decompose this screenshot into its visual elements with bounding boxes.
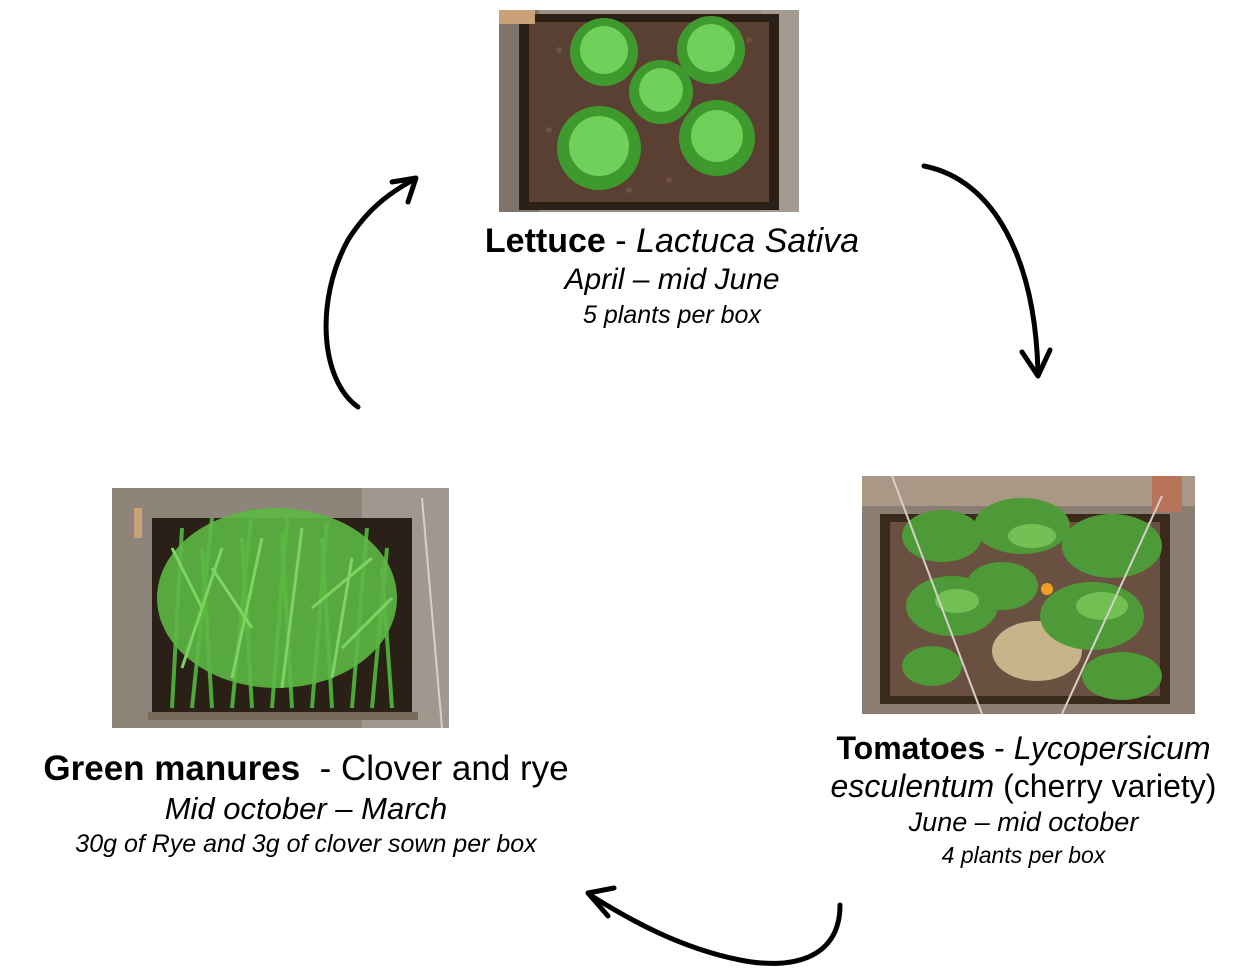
lettuce-photo (499, 10, 799, 212)
tomatoes-photo (862, 476, 1195, 714)
lettuce-quantity: 5 plants per box (412, 300, 932, 330)
green-manures-period: Mid october – March (0, 790, 612, 827)
lettuce-caption: Lettuce - Lactuca Sativa April – mid Jun… (412, 221, 932, 330)
lettuce-separator: - (606, 222, 636, 260)
arrow-tomatoes-to-green-manures (590, 895, 840, 963)
arrow-lettuce-to-tomatoes (924, 166, 1038, 372)
arrow-green-manures-to-lettuce (326, 180, 413, 407)
green-manures-separator: - (300, 749, 341, 788)
arrowhead-green-manures-to-lettuce (392, 178, 416, 202)
tomatoes-quantity: 4 plants per box (790, 842, 1257, 870)
green-manures-name: Green manures (43, 749, 300, 788)
tomatoes-species-part2: esculentum (831, 768, 995, 804)
tomatoes-period: June – mid october (790, 806, 1257, 838)
green-manures-caption: Green manures - Clover and rye Mid octob… (0, 748, 612, 859)
lettuce-period: April – mid June (412, 262, 932, 298)
arrowhead-lettuce-to-tomatoes (1022, 350, 1050, 376)
tomatoes-name: Tomatoes (836, 730, 985, 766)
tomatoes-separator: - (985, 730, 1013, 766)
tomatoes-species-part1: Lycopersicum (1014, 730, 1211, 766)
lettuce-name: Lettuce (485, 222, 606, 260)
green-manures-species: Clover and rye (341, 749, 569, 788)
lettuce-species: Lactuca Sativa (636, 222, 859, 260)
tomatoes-caption: Tomatoes - Lycopersicum esculentum (cher… (790, 729, 1257, 870)
arrowhead-tomatoes-to-green-manures (588, 888, 614, 916)
green-manures-photo (112, 488, 449, 728)
tomatoes-variety: (cherry variety) (994, 768, 1216, 804)
green-manures-quantity: 30g of Rye and 3g of clover sown per box (0, 829, 612, 859)
